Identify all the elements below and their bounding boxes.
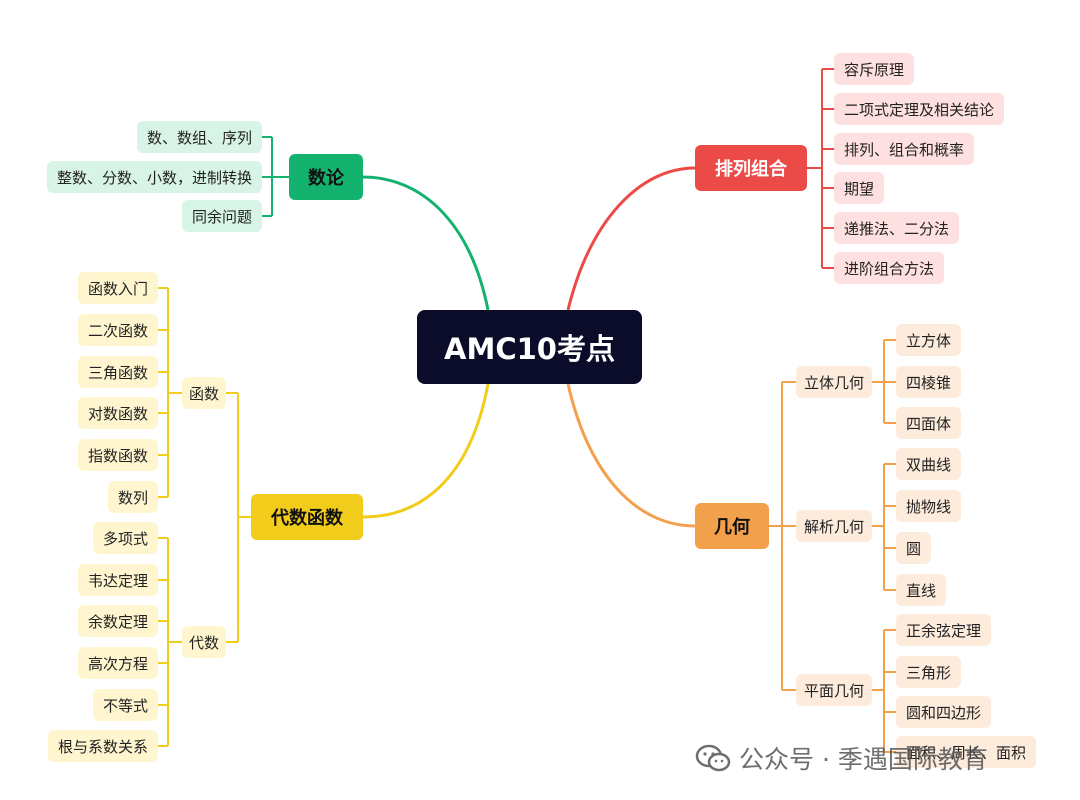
leaf-number-theory-3: 同余问题 (181, 200, 262, 232)
sub-algebra: 代数 (182, 626, 226, 658)
leaf-plane-2: 三角形 (896, 656, 962, 688)
link-solid-bracket (872, 339, 896, 424)
leaf-algebra-6: 根与系数关系 (47, 730, 158, 762)
link-root-number-theory (362, 175, 490, 311)
leaf-combinatorics-5: 递推法、二分法 (834, 212, 960, 244)
leaf-combinatorics-3: 排列、组合和概率 (834, 133, 975, 165)
link-root-combinatorics (566, 166, 696, 311)
sub-functions: 函数 (182, 377, 226, 409)
link-algebra-sub-bracket (158, 537, 182, 747)
leaf-combinatorics-2: 二项式定理及相关结论 (834, 93, 1005, 125)
leaf-analytic-4: 直线 (896, 574, 947, 606)
link-root-algebra (362, 383, 490, 519)
link-number-theory-bracket (262, 136, 289, 217)
leaf-algebra-4: 高次方程 (77, 647, 158, 679)
leaf-functions-6: 数列 (107, 481, 158, 513)
leaf-plane-4: 面积、周长、面积 (896, 736, 1037, 768)
sub-solid-geometry: 立体几何 (796, 366, 872, 398)
leaf-plane-1: 正余弦定理 (896, 614, 992, 646)
sub-plane-geometry: 平面几何 (796, 674, 872, 706)
leaf-algebra-3: 余数定理 (77, 605, 158, 637)
leaf-analytic-2: 抛物线 (896, 490, 962, 522)
leaf-algebra-2: 韦达定理 (77, 564, 158, 596)
root-node: AMC10考点 (417, 310, 642, 384)
wechat-icon (695, 744, 731, 772)
leaf-algebra-5: 不等式 (92, 689, 158, 721)
sub-analytic-geometry: 解析几何 (796, 510, 872, 542)
branch-geometry: 几何 (695, 503, 769, 549)
leaf-analytic-1: 双曲线 (896, 448, 962, 480)
branch-combinatorics: 排列组合 (695, 145, 807, 191)
leaf-number-theory-1: 数、数组、序列 (136, 121, 262, 153)
leaf-analytic-3: 圆 (896, 532, 932, 564)
link-analytic-bracket (872, 463, 896, 591)
leaf-number-theory-2: 整数、分数、小数，进制转换 (46, 161, 262, 193)
leaf-functions-5: 指数函数 (77, 439, 158, 471)
leaf-solid-3: 四面体 (896, 407, 962, 439)
leaf-plane-3: 圆和四边形 (896, 696, 992, 728)
leaf-combinatorics-6: 进阶组合方法 (834, 252, 945, 284)
leaf-functions-1: 函数入门 (77, 272, 158, 304)
leaf-solid-1: 立方体 (896, 324, 962, 356)
leaf-functions-4: 对数函数 (77, 397, 158, 429)
branch-algebra-functions: 代数函数 (251, 494, 363, 540)
leaf-combinatorics-1: 容斥原理 (834, 53, 915, 85)
leaf-algebra-1: 多项式 (92, 522, 158, 554)
link-plane-bracket (872, 629, 896, 753)
leaf-solid-2: 四棱锥 (896, 366, 962, 398)
watermark: 公众号 · 季遇国际教育 (695, 738, 988, 778)
branch-number-theory: 数论 (289, 154, 363, 200)
leaf-combinatorics-4: 期望 (834, 172, 885, 204)
watermark-text: 公众号 · 季遇国际教育 (739, 745, 988, 774)
link-functions-bracket (158, 287, 182, 498)
link-algebra-bracket (226, 392, 251, 643)
leaf-functions-2: 二次函数 (77, 314, 158, 346)
link-root-geometry (566, 383, 696, 528)
link-combinatorics-bracket (807, 68, 834, 269)
leaf-functions-3: 三角函数 (77, 356, 158, 388)
